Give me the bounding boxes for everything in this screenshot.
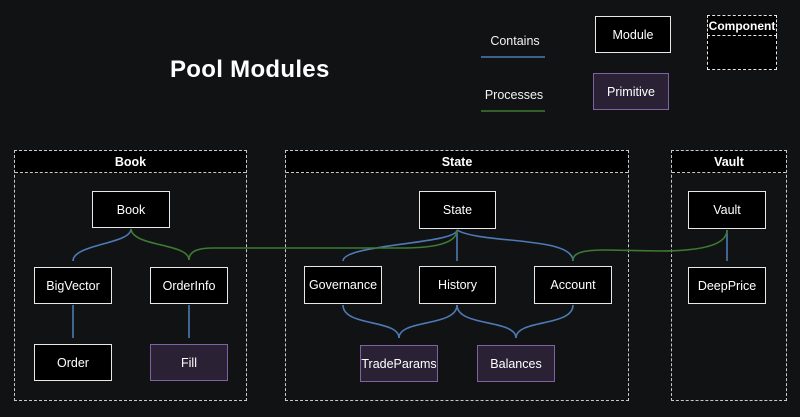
node-vault[interactable]: Vault — [688, 191, 766, 229]
node-bigvector[interactable]: BigVector — [34, 267, 112, 304]
node-governance[interactable]: Governance — [304, 266, 382, 304]
group-state: State — [285, 150, 629, 401]
node-deepprice[interactable]: DeepPrice — [688, 267, 766, 304]
group-vault-label: Vault — [714, 154, 744, 169]
node-fill[interactable]: Fill — [150, 344, 228, 381]
legend-component-box: Component — [707, 15, 777, 70]
node-book[interactable]: Book — [92, 191, 170, 228]
legend-module-box: Module — [595, 16, 671, 53]
legend-module-label: Module — [612, 27, 654, 42]
node-orderinfo[interactable]: OrderInfo — [150, 267, 228, 304]
page-title: Pool Modules — [170, 56, 330, 83]
node-book-label: Book — [116, 202, 146, 217]
group-vault-title: Vault — [672, 151, 786, 173]
legend-primitive-box: Primitive — [593, 73, 669, 110]
group-state-label: State — [441, 154, 473, 169]
group-book-label: Book — [114, 154, 147, 169]
node-bigvector-label: BigVector — [46, 278, 100, 293]
legend-component-title: Component — [707, 15, 777, 36]
node-deepprice-label: DeepPrice — [697, 278, 757, 293]
node-account[interactable]: Account — [534, 266, 612, 304]
node-balances[interactable]: Balances — [477, 345, 555, 382]
node-order-label: Order — [57, 355, 89, 370]
node-vault-label: Vault — [713, 203, 741, 217]
legend-component-label: Component — [708, 18, 776, 33]
node-tradeparams-label: TradeParams — [361, 356, 437, 371]
node-orderinfo-label: OrderInfo — [162, 278, 216, 293]
group-book-title: Book — [15, 151, 246, 173]
legend-processes-label: Processes — [484, 88, 544, 102]
node-state-label: State — [442, 203, 473, 217]
node-order[interactable]: Order — [34, 344, 112, 381]
node-tradeparams[interactable]: TradeParams — [360, 345, 438, 382]
node-history-label: History — [438, 278, 477, 292]
node-account-label: Account — [550, 278, 596, 292]
node-balances-label: Balances — [490, 356, 542, 371]
legend-contains-label: Contains — [490, 34, 540, 48]
group-state-title: State — [286, 151, 628, 173]
legend-primitive-label: Primitive — [607, 84, 655, 99]
node-fill-label: Fill — [181, 355, 197, 370]
group-vault: Vault — [671, 150, 787, 401]
group-book: Book — [14, 150, 247, 401]
node-governance-label: Governance — [308, 278, 378, 292]
node-history[interactable]: History — [419, 266, 496, 304]
node-state[interactable]: State — [419, 191, 496, 229]
